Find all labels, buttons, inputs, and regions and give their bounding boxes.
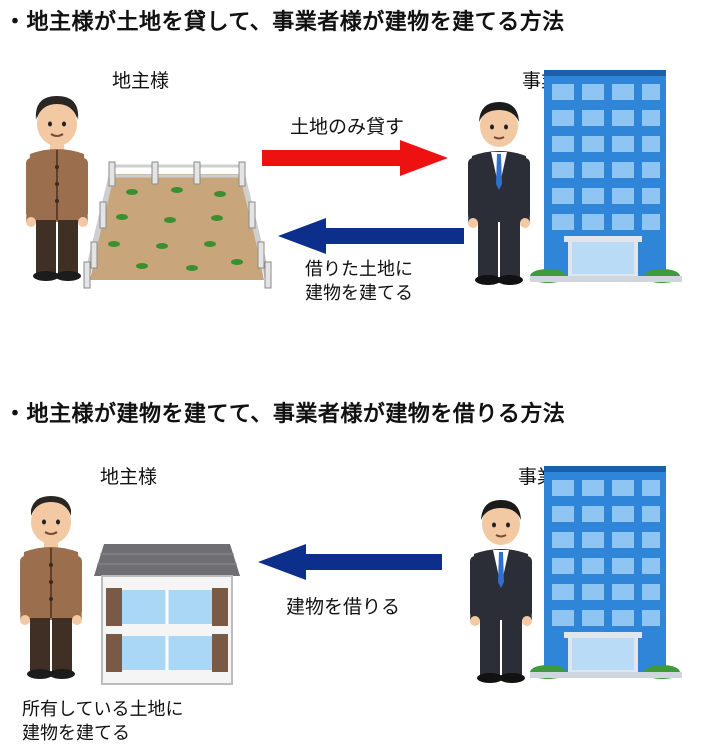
office-building-icon <box>530 70 682 283</box>
section1-arrow-left-text: 借りた土地に 建物を建てる <box>305 258 413 306</box>
section2-caption: 所有している土地に 建物を建てる <box>22 698 183 746</box>
businessman-icon <box>468 102 530 285</box>
section1-arrow-left-line1: 借りた土地に <box>305 259 413 280</box>
fenced-land-icon <box>83 161 272 289</box>
house-icon <box>94 544 240 685</box>
section1-heading: ・地主様が土地を貸して、事業者様が建物を建てる方法 <box>4 9 565 35</box>
section1-arrow-right-text: 土地のみ貸す <box>290 116 405 138</box>
arrow-right-red <box>262 140 448 176</box>
section1-landowner-label: 地主様 <box>112 70 170 92</box>
section2-arrow-left-text: 建物を借りる <box>286 596 401 618</box>
office-building-icon <box>530 466 682 679</box>
landowner-icon <box>26 96 88 281</box>
section2-heading: ・地主様が建物を建てて、事業者様が建物を借りる方法 <box>4 401 566 427</box>
arrow-left-blue <box>258 544 442 580</box>
section2-caption-line2: 建物を建てる <box>22 723 130 744</box>
section1-arrow-left-line2: 建物を建てる <box>305 283 413 304</box>
landowner-icon <box>20 496 82 679</box>
arrow-left-blue <box>278 218 464 254</box>
section2-landowner-label: 地主様 <box>100 466 158 488</box>
section2-caption-line1: 所有している土地に <box>22 699 184 720</box>
businessman-icon <box>470 500 532 683</box>
